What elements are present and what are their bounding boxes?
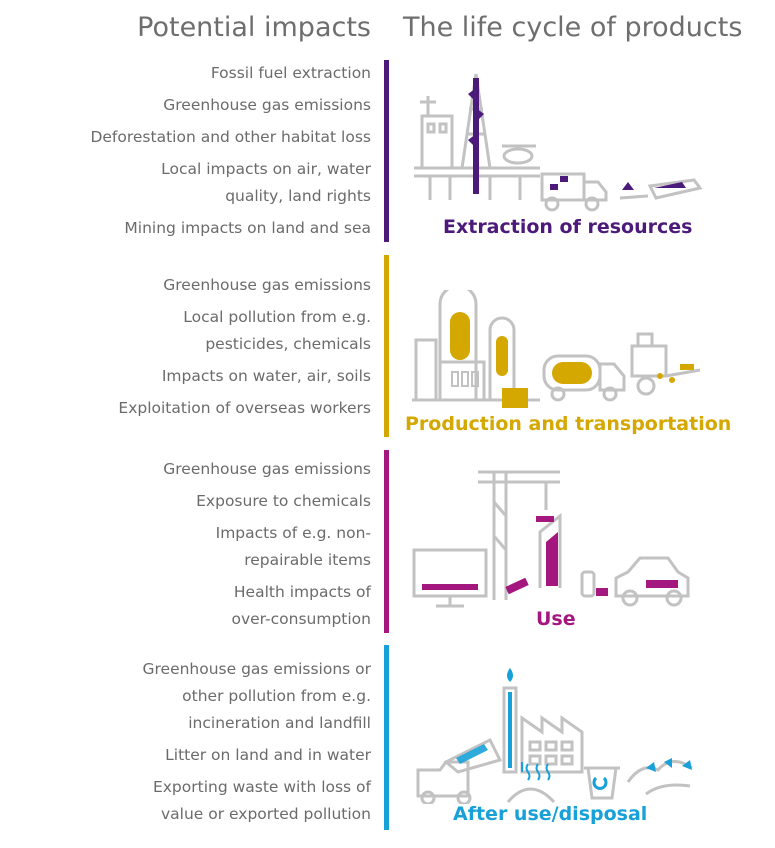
impact-item: Impacts of e.g. non-repairable items: [215, 524, 371, 569]
use-label: Use: [536, 608, 576, 630]
extraction-illustration: [414, 73, 703, 212]
disposal-bar: [384, 645, 389, 830]
production-bar: [384, 255, 389, 437]
potential-impacts-header: Potential impacts: [137, 12, 371, 43]
impact-item: Litter on land and in water: [165, 746, 371, 764]
impact-item: Greenhouse gas emissions: [163, 96, 371, 114]
impact-item: Exploitation of overseas workers: [118, 399, 371, 417]
extraction-label: Extraction of resources: [443, 216, 693, 238]
impact-item: Greenhouse gas emissions: [163, 460, 371, 478]
impact-item: Greenhouse gas emissions or other pollut…: [142, 660, 371, 732]
impact-item: Greenhouse gas emissions: [163, 276, 371, 294]
disposal-label: After use/disposal: [453, 803, 648, 825]
impact-item: Local impacts on air, water quality, lan…: [161, 160, 371, 205]
use-illustration: [412, 470, 690, 608]
production-illustration: [412, 290, 701, 408]
production-impacts-list: Greenhouse gas emissions Local pollution…: [118, 272, 371, 427]
impact-item: Mining impacts on land and sea: [124, 219, 371, 237]
impact-item: Fossil fuel extraction: [210, 64, 371, 82]
production-label: Production and transportation: [405, 413, 732, 435]
extraction-impacts-list: Fossil fuel extraction Greenhouse gas em…: [90, 60, 371, 247]
use-impacts-list: Greenhouse gas emissions Exposure to che…: [163, 456, 371, 638]
impact-item: Impacts on water, air, soils: [161, 367, 371, 385]
impact-item: Deforestation and other habitat loss: [90, 128, 371, 146]
use-bar: [384, 450, 389, 633]
disposal-illustration: [416, 668, 693, 804]
disposal-impacts-list: Greenhouse gas emissions or other pollut…: [131, 656, 371, 833]
extraction-bar: [384, 60, 389, 242]
impact-item: Health impacts of over-consumption: [231, 583, 371, 628]
life-cycle-header: The life cycle of products: [403, 12, 743, 43]
impact-item: Local pollution from e.g. pesticides, ch…: [183, 308, 371, 353]
impact-item: Exporting waste with loss of value or ex…: [152, 778, 371, 823]
impact-item: Exposure to chemicals: [196, 492, 371, 510]
